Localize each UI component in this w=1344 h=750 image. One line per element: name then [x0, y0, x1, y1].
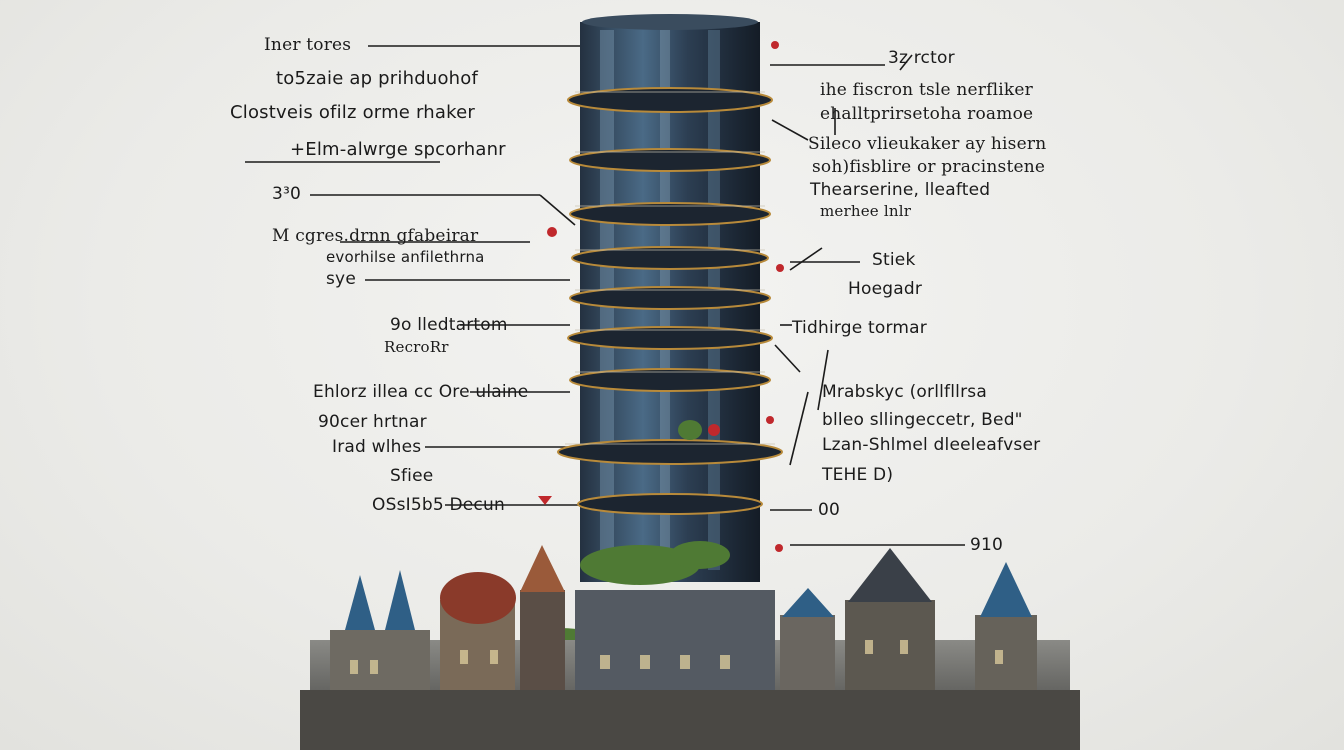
label-right-2: ihe fiscron tsle nerfliker — [820, 80, 1033, 100]
label-right-10: Tidhirge tormar — [792, 318, 927, 338]
label-right-9: Hoegadr — [848, 279, 923, 299]
leader-lines — [245, 45, 965, 546]
label-right-16: 910 — [970, 535, 1004, 555]
label-left-15: OSsI5b5 Decun — [372, 495, 505, 515]
label-right-3: ehalltprirsetoha roamoe — [820, 104, 1034, 124]
label-left-7: evorhilse anfilethrna — [326, 248, 485, 266]
label-left-14: Sfiee — [390, 466, 434, 486]
label-left-9: 9o lledtartom — [390, 315, 508, 335]
label-right-13: Lzan-Shlmel dleeleafvser — [822, 435, 1041, 455]
label-left-10: RecroRr — [384, 338, 449, 356]
label-left-12: 90cer hrtnar — [318, 412, 427, 432]
label-left-2: to5zaie ap prihduohof — [276, 68, 479, 89]
label-left-6: M cgres.drnn gfabeirar — [272, 226, 479, 246]
label-left-4: +Elm-alwrge spcorhanr — [290, 139, 506, 160]
label-left-8: sye — [326, 269, 356, 289]
label-right-7: merhee lnlr — [820, 202, 912, 220]
label-left-11: Ehlorz illea cc Ore ulaine — [313, 382, 529, 402]
label-right-6: Thearserine, lleafted — [810, 180, 991, 200]
label-right-1: 3z rctor — [888, 48, 955, 68]
label-right-15: 00 — [818, 500, 841, 520]
label-right-4: Sileco vlieukaker ay hisern — [808, 134, 1047, 154]
label-left-1: Iner tores — [264, 35, 352, 55]
label-right-8: Stiek — [872, 250, 916, 270]
balcony-rings — [557, 87, 783, 515]
label-right-14: TEHE D) — [822, 465, 894, 485]
red-accents — [538, 41, 784, 552]
label-left-5: 3³0 — [272, 184, 302, 204]
label-left-3: Clostveis ofilz orme rhaker — [230, 102, 475, 123]
label-right-11: Mrabskyc (orllfllrsa — [822, 382, 987, 402]
label-right-12: blleo sllingeccetr, Bed" — [822, 410, 1023, 430]
label-right-5: soh)fisblire or pracinstene — [812, 157, 1046, 177]
label-left-13: Irad wlhes — [332, 437, 422, 457]
castle-base — [300, 545, 1080, 750]
